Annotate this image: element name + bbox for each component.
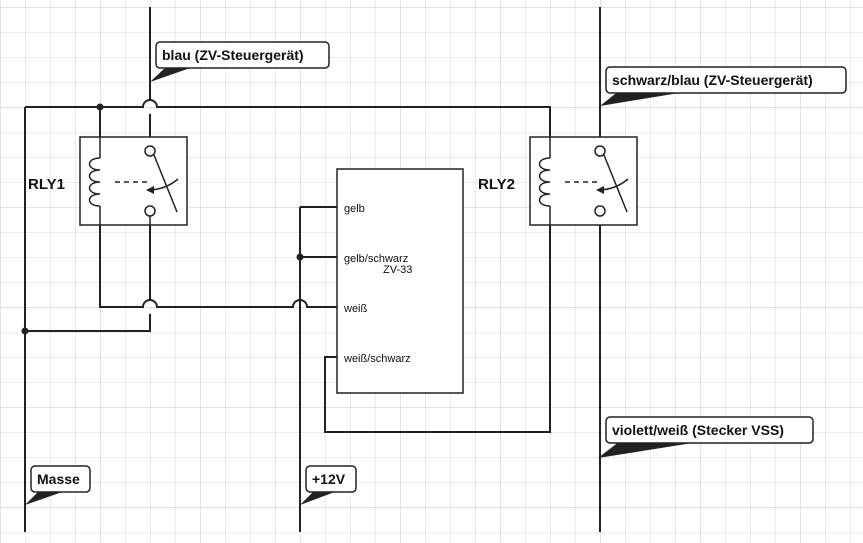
label-rly1: RLY1 <box>28 176 65 193</box>
rly1-contact-bottom <box>144 205 156 217</box>
callout-violett-weiss: violett/weiß (Stecker VSS) <box>598 416 814 458</box>
rly1-coil <box>88 157 101 207</box>
rly1-switch-arm <box>153 154 178 213</box>
wire-rly1-masse <box>25 225 151 332</box>
rly2-arrow <box>596 186 604 194</box>
rly2-contact-top <box>594 145 606 157</box>
rly1-arrow <box>146 186 154 194</box>
svg-text:+12V: +12V <box>312 471 346 487</box>
callout-blau: blau (ZV-Steuergerät) <box>150 41 330 82</box>
pin-gelb-schwarz: gelb/schwarz <box>344 253 408 265</box>
callout-schwarz-blau: schwarz/blau (ZV-Steuergerät) <box>600 66 847 106</box>
rly2-contact-bottom <box>594 205 606 217</box>
relay-rly1-body <box>79 136 188 226</box>
junction-dot-12v <box>296 253 304 261</box>
rly2-coil <box>538 157 551 207</box>
pin-weiss: weiß <box>343 303 368 315</box>
wire-weiss <box>99 225 337 308</box>
rly2-switch-arm <box>603 154 628 213</box>
relay-rly2-body <box>529 136 638 226</box>
pin-gelb: gelb <box>344 203 365 215</box>
wire-top-rail <box>25 99 551 137</box>
callout-masse: Masse <box>25 465 91 505</box>
svg-text:Masse: Masse <box>37 471 80 487</box>
svg-text:schwarz/blau (ZV-Steuergerät): schwarz/blau (ZV-Steuergerät) <box>612 72 813 88</box>
wire-weiss-schwarz <box>324 225 551 433</box>
rly1-contact-top <box>144 145 156 157</box>
svg-text:violett/weiß (Stecker VSS): violett/weiß (Stecker VSS) <box>612 422 784 438</box>
module-zv33 <box>336 168 464 394</box>
junction-dot-masse <box>21 327 29 335</box>
pin-weiss-schwarz: weiß/schwarz <box>343 353 411 365</box>
callout-plus12v: +12V <box>300 465 357 505</box>
module-name: ZV-33 <box>383 264 412 276</box>
label-rly2: RLY2 <box>478 176 515 193</box>
svg-text:blau (ZV-Steuergerät): blau (ZV-Steuergerät) <box>162 47 304 63</box>
